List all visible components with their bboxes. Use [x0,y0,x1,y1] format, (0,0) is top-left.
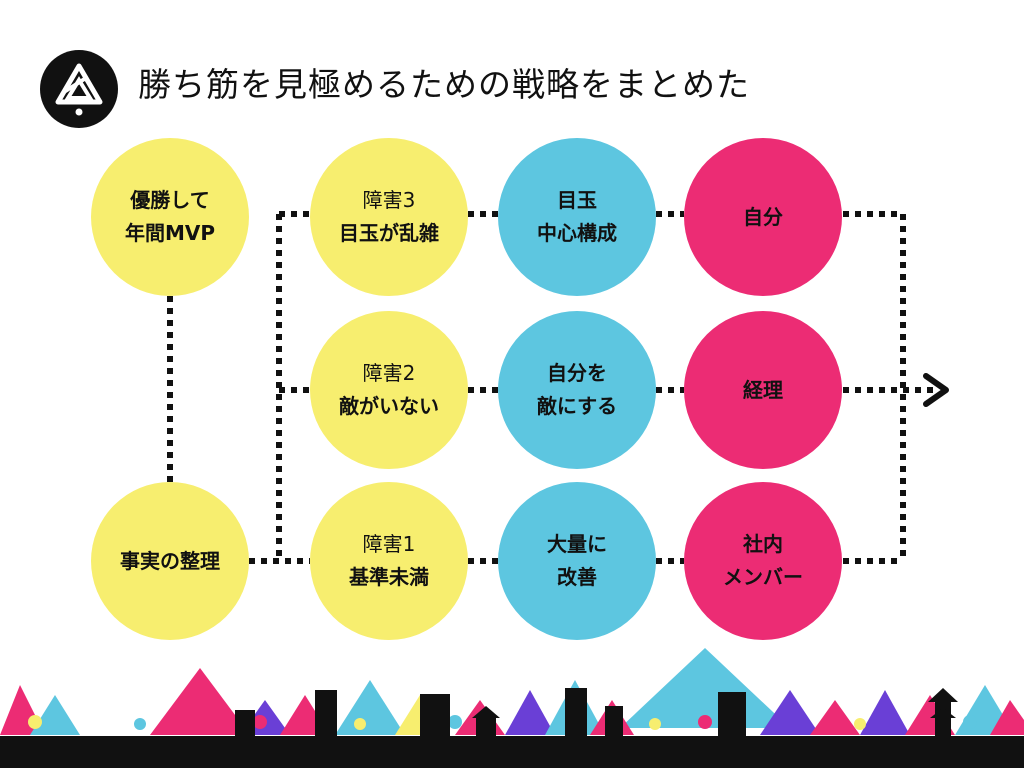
owner1-line2: メンバー [723,565,803,589]
owner3-line1: 自分 [743,204,783,229]
obstacle3-label: 障害3 [362,188,416,212]
owner3-circle: 自分 [684,138,842,296]
owner2-line1: 経理 [743,377,783,402]
skyline-illustration [0,648,1024,768]
obstacle3-circle: 障害3 目玉が乱雑 [310,138,468,296]
logo [40,50,118,128]
strategy3-circle: 目玉 中心構成 [498,138,656,296]
page-title: 勝ち筋を見極めるための戦略をまとめた [138,65,750,104]
strategy1-line1: 大量に [547,532,607,556]
obstacle2-label: 障害2 [362,361,416,385]
arrow-head-icon [923,373,949,407]
strategy1-line2: 改善 [557,565,597,589]
logo-triangle-icon [55,63,103,116]
strategy3-line1: 目玉 [557,188,597,212]
strategy2-line1: 自分を [547,361,607,385]
strategy3-line2: 中心構成 [537,221,617,245]
owner2-circle: 経理 [684,311,842,469]
facts-line1: 事実の整理 [120,548,220,573]
obstacle1-circle: 障害1 基準未満 [310,482,468,640]
obstacle1-label: 障害1 [362,532,416,556]
goal-circle: 優勝して 年間MVP [91,138,249,296]
obstacle2-circle: 障害2 敵がいない [310,311,468,469]
facts-circle: 事実の整理 [91,482,249,640]
obstacle3-text: 目玉が乱雑 [339,221,439,245]
strategy2-circle: 自分を 敵にする [498,311,656,469]
owner1-line1: 社内 [743,532,783,556]
strategy2-line2: 敵にする [536,394,618,418]
goal-line1: 優勝して [130,188,210,212]
obstacle2-text: 敵がいない [339,394,439,418]
obstacle1-text: 基準未満 [349,565,429,589]
strategy1-circle: 大量に 改善 [498,482,656,640]
owner1-circle: 社内 メンバー [684,482,842,640]
goal-line2: 年間MVP [124,221,216,245]
